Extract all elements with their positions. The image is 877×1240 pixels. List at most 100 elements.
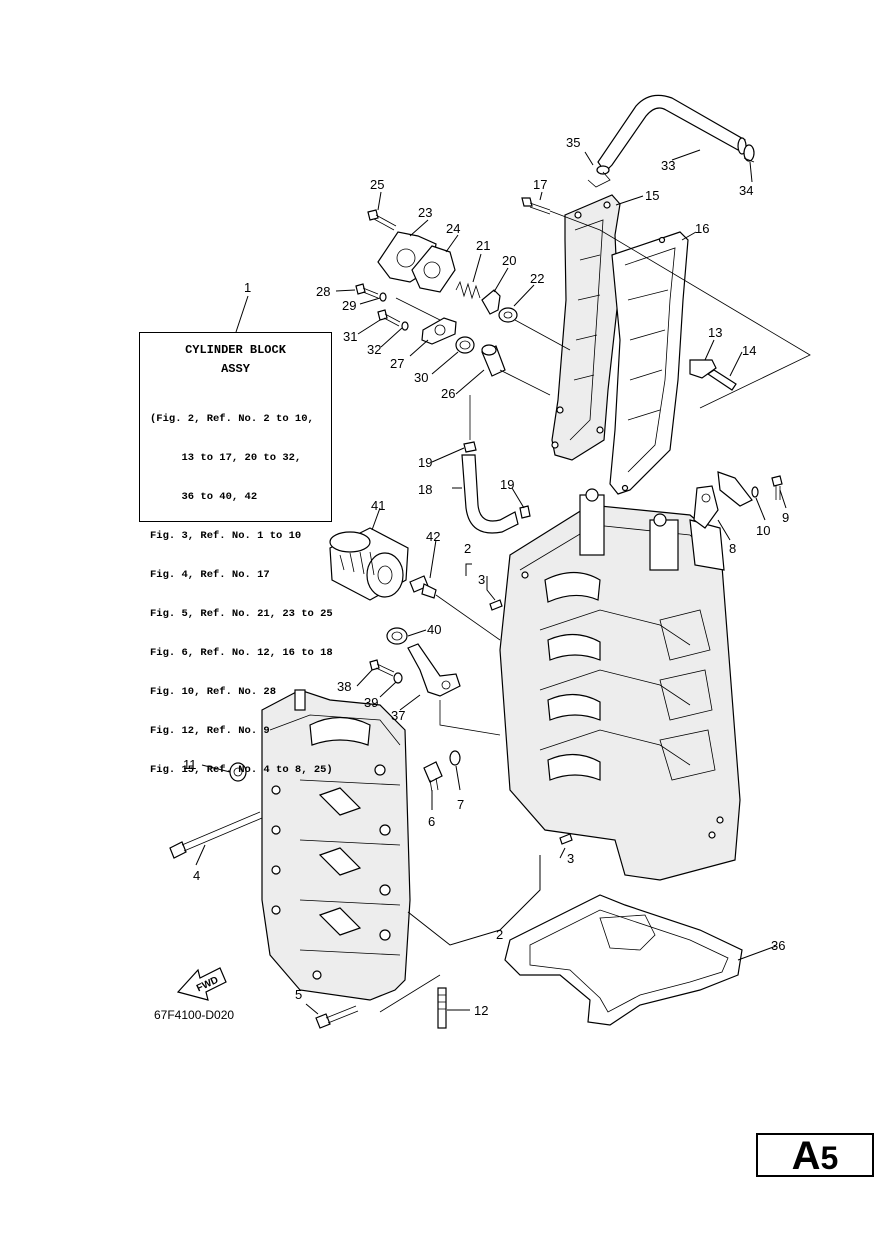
callout-16: 16 — [695, 221, 709, 236]
callout-10: 10 — [756, 523, 770, 538]
fwd-arrow: FWD — [176, 967, 227, 1001]
gasket-36 — [504, 894, 743, 1026]
callout-19b: 19 — [500, 477, 514, 492]
thermostat — [481, 289, 501, 315]
bolt-9 — [771, 475, 783, 500]
info-box-title: CYLINDER BLOCK — [185, 343, 286, 357]
callout-13: 13 — [708, 325, 722, 340]
callout-27: 27 — [390, 356, 404, 371]
bolt-38 — [369, 659, 395, 677]
callout-4: 4 — [193, 868, 200, 883]
callout-29: 29 — [342, 298, 356, 313]
callout-31: 31 — [343, 329, 357, 344]
hose-clip-19b — [519, 505, 531, 519]
callout-37: 37 — [391, 708, 405, 723]
reference-line: (Fig. 2, Ref. No. 2 to 10, — [150, 413, 314, 425]
gasket-7 — [449, 750, 461, 766]
callout-28: 28 — [316, 284, 330, 299]
reference-line: Fig. 4, Ref. No. 17 — [150, 569, 270, 581]
bolt-17 — [521, 197, 551, 215]
callout-32: 32 — [367, 342, 381, 357]
cylinder-block — [499, 488, 741, 881]
callout-2b: 2 — [496, 927, 503, 942]
reference-line: Fig. 10, Ref. No. 28 — [150, 686, 277, 698]
callout-8: 8 — [729, 541, 736, 556]
callout-6: 6 — [428, 814, 435, 829]
callout-35: 35 — [566, 135, 580, 150]
reference-line: Fig. 12, Ref. No. 9 — [150, 725, 270, 737]
bolt-31 — [377, 309, 401, 327]
callout-22: 22 — [530, 271, 544, 286]
bolt-5 — [315, 1005, 359, 1029]
exhaust-cover — [551, 194, 621, 461]
bolt-4 — [169, 811, 263, 859]
drain-plug-6 — [423, 761, 443, 793]
callout-23: 23 — [418, 205, 432, 220]
bushing-40 — [386, 627, 408, 645]
callout-15: 15 — [645, 188, 659, 203]
bolt-28 — [355, 283, 379, 299]
callout-25: 25 — [370, 177, 384, 192]
washer-32 — [401, 321, 409, 331]
washer-29 — [379, 292, 387, 302]
thermostat-spring — [455, 280, 481, 300]
callout-20: 20 — [502, 253, 516, 268]
reference-list: (Fig. 2, Ref. No. 2 to 10, 13 to 17, 20 … — [150, 387, 333, 803]
leader-lines — [195, 149, 787, 1015]
callout-labels: 1 2 2 3 3 4 5 6 7 8 9 10 11 12 13 14 15 … — [183, 135, 789, 1018]
plate-9-10 — [717, 471, 759, 507]
oil-filter-union-42 — [409, 575, 437, 599]
page-number: 5 — [820, 1140, 839, 1176]
reference-line: Fig. 5, Ref. No. 21, 23 to 25 — [150, 608, 333, 620]
stud-12 — [437, 987, 447, 1029]
page-id-box: A5 — [756, 1133, 874, 1177]
callout-38: 38 — [337, 679, 351, 694]
callout-17: 17 — [533, 177, 547, 192]
exhaust-cover-gasket — [609, 231, 689, 495]
oil-filter — [329, 527, 409, 601]
callout-34: 34 — [739, 183, 753, 198]
dowel-pin-3a — [489, 599, 503, 611]
reference-line: 13 to 17, 20 to 32, — [150, 452, 302, 464]
info-box-subtitle: ASSY — [221, 362, 250, 376]
thermostat-gasket — [411, 245, 456, 293]
callout-3a: 3 — [478, 572, 485, 587]
bolt-14 — [706, 369, 737, 391]
callout-33: 33 — [661, 158, 675, 173]
callout-9: 9 — [782, 510, 789, 525]
grommet-22 — [498, 307, 518, 323]
reference-line: Fig. 15, Ref. No. 4 to 8, 25) — [150, 764, 333, 776]
callout-11: 11 — [183, 757, 197, 772]
hose-clip-19a — [463, 441, 477, 453]
callout-3b: 3 — [567, 851, 574, 866]
grommet-30 — [455, 336, 475, 354]
hose-clamp — [743, 144, 755, 163]
callout-40: 40 — [427, 622, 441, 637]
page-letter: A — [791, 1134, 821, 1178]
callout-41: 41 — [371, 498, 385, 513]
callout-5: 5 — [295, 987, 302, 1002]
callout-1: 1 — [244, 280, 251, 295]
crankcase — [261, 689, 411, 1001]
grommet-11 — [229, 762, 247, 782]
callout-30: 30 — [414, 370, 428, 385]
callout-19a: 19 — [418, 455, 432, 470]
callout-2a: 2 — [464, 541, 471, 556]
bolt-25 — [367, 209, 397, 231]
callout-12: 12 — [474, 1003, 488, 1018]
bracket-8 — [693, 485, 719, 529]
anode-cover-27 — [421, 317, 457, 345]
callout-7: 7 — [457, 797, 464, 812]
bracket-37 — [407, 643, 461, 697]
washer-39 — [393, 672, 403, 684]
anode-26 — [481, 344, 506, 377]
callout-14: 14 — [742, 343, 756, 358]
callout-39: 39 — [364, 695, 378, 710]
callout-21: 21 — [476, 238, 490, 253]
hose-18 — [461, 454, 519, 534]
callout-42: 42 — [426, 529, 440, 544]
reference-line: Fig. 3, Ref. No. 1 to 10 — [150, 530, 302, 542]
diagram-code: 67F4100-D020 — [154, 1008, 235, 1022]
callout-18: 18 — [418, 482, 432, 497]
